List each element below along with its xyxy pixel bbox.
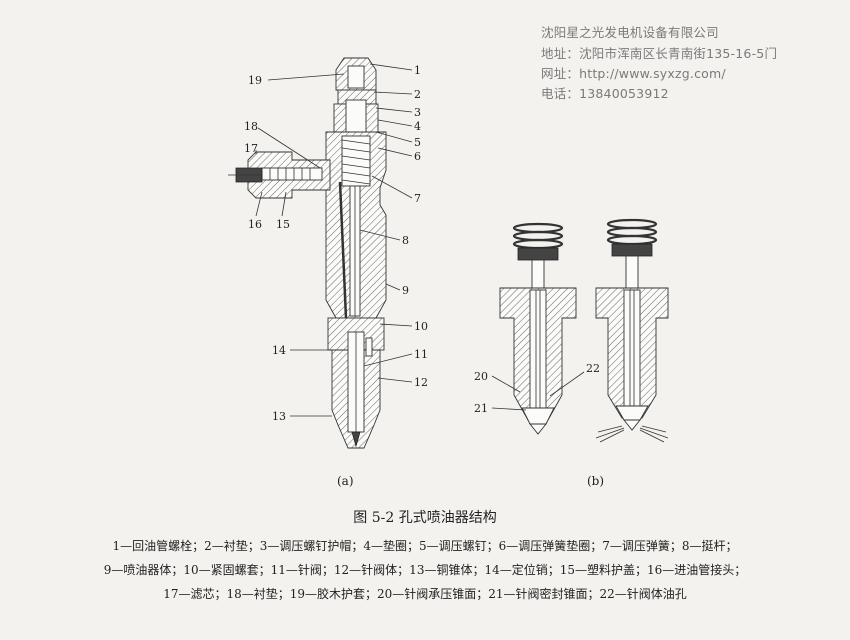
nozzle-closed-b (499, 222, 577, 435)
subfigure-label-a: (a) (337, 474, 354, 488)
callout-17: 17 (244, 142, 258, 155)
callout-7: 7 (414, 192, 421, 205)
injector-assembly-a (228, 57, 387, 449)
callout-9: 9 (402, 284, 409, 297)
callout-12: 12 (414, 376, 428, 389)
figure-caption: 图 5-2 孔式喷油器结构 (353, 510, 497, 526)
watermark-website: 网址：http://www.syxzg.com/ (541, 66, 726, 81)
callout-19: 19 (248, 74, 262, 87)
callout-16: 16 (248, 218, 262, 231)
callout-leaders-a (255, 63, 413, 417)
callout-11: 11 (414, 348, 428, 361)
callout-4: 4 (414, 120, 421, 133)
callout-3: 3 (414, 106, 421, 119)
callout-labels-a: 1 2 3 4 5 6 7 8 9 10 11 12 13 14 15 16 1… (244, 64, 428, 423)
watermark-company: 沈阳星之光发电机设备有限公司 (541, 25, 719, 40)
watermark-address: 地址：沈阳市浑南区长青南街135-16-5门 (541, 46, 778, 61)
callout-21: 21 (474, 402, 488, 415)
callout-leaders-b (491, 371, 585, 411)
callout-14: 14 (272, 344, 286, 357)
legend-line-2: 9—喷油器体；10—紧固螺套；11—针阀；12—针阀体；13—铜锥体；14—定位… (103, 563, 747, 577)
callout-20: 20 (474, 370, 488, 383)
subfigure-label-b: (b) (587, 474, 605, 488)
callout-10: 10 (414, 320, 428, 333)
callout-22: 22 (586, 362, 600, 375)
callout-18: 18 (244, 120, 258, 133)
legend-line-3: 17—滤芯；18—衬垫；19—胶木护套；20—针阀承压锥面；21—针阀密封锥面；… (163, 587, 687, 601)
callout-15: 15 (276, 218, 290, 231)
callout-labels-b: 20 21 22 (474, 362, 600, 415)
callout-13: 13 (272, 410, 286, 423)
injector-diagram: 1 2 3 4 5 6 7 8 9 10 11 12 13 14 15 16 1… (228, 57, 669, 449)
watermark-phone: 电话：13840053912 (541, 86, 669, 101)
callout-5: 5 (414, 136, 421, 149)
callout-2: 2 (414, 88, 421, 101)
nozzle-open-b (595, 218, 669, 443)
callout-6: 6 (414, 150, 421, 163)
legend-line-1: 1—回油管螺栓；2—衬垫；3—调压螺钉护帽；4—垫圈；5—调压螺钉；6—调压弹簧… (112, 539, 738, 553)
callout-1: 1 (414, 64, 421, 77)
callout-8: 8 (402, 234, 409, 247)
